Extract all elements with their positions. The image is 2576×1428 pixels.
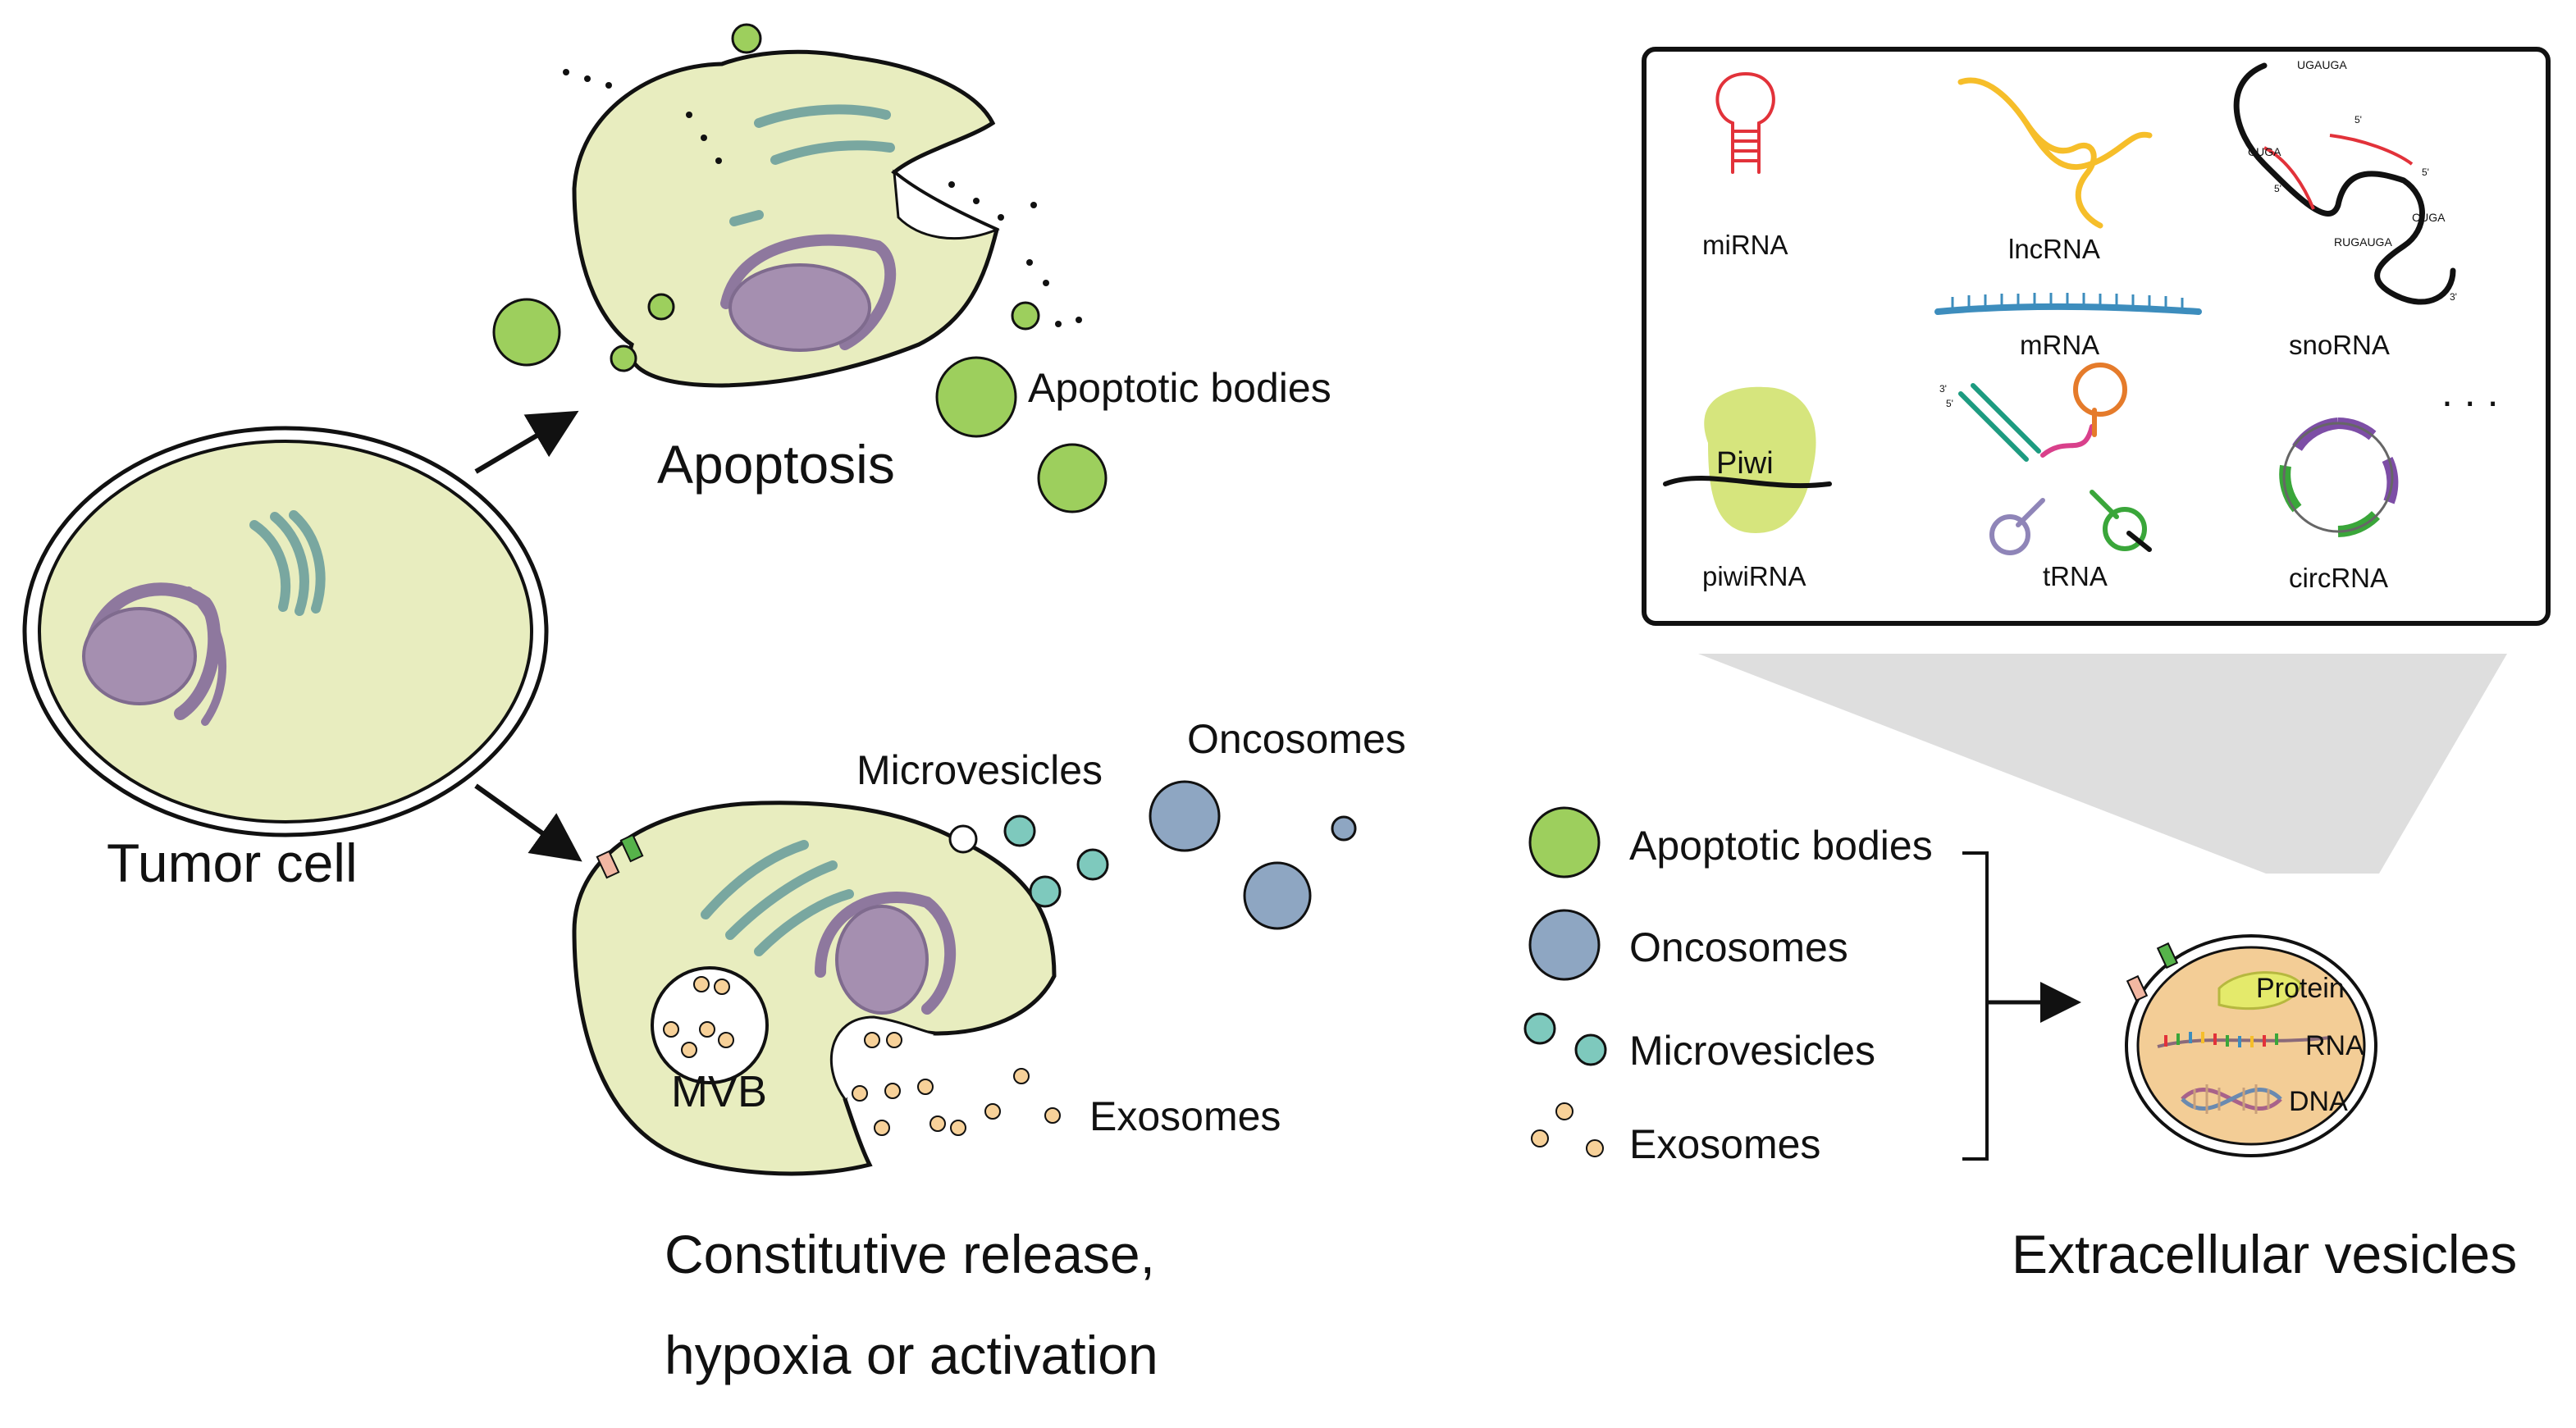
snorna-end-5-a: 5' [2354,114,2362,125]
exosomes-label: Exosomes [1089,1093,1281,1139]
snorna-end-3: 3' [2450,291,2457,303]
legend-apoptotic-bodies: Apoptotic bodies [1629,823,1933,869]
ev-rna-label: RNA [2305,1030,2364,1061]
apoptotic-bodies-label: Apoptotic bodies [1028,365,1331,411]
membrane-receptors [596,833,644,879]
arrow-to-release [474,783,582,862]
apoptotic-bodies-particles [492,293,1108,513]
mirna-label: miRNA [1702,230,1788,260]
legend: Apoptotic bodies Oncosomes Microvesicles… [1523,806,2081,1167]
secreting-golgi [701,840,854,956]
lncrna-icon [1957,77,2153,229]
extracellular-vesicles-label: Extracellular vesicles [2012,1224,2517,1284]
arrow-to-apoptosis [474,410,579,474]
secreting-nucleus [815,891,957,1015]
ev-cross-section: Protein RNA DNA [2125,934,2377,1157]
snorna-seq-4: RUGAUGA [2334,235,2392,249]
ev-dna-label: DNA [2289,1086,2348,1117]
ev-dna-helix [2181,1084,2282,1114]
snorna-icon: UGAUGA CUGA CUGA RUGAUGA 5' 5' 5' 3' [2233,58,2457,305]
legend-swatch-exosomes-c [1586,1139,1604,1157]
legend-oncosomes: Oncosomes [1629,924,1848,970]
mirna-icon [1715,71,1775,174]
trna-end-5: 5' [1946,398,1953,409]
oncosomes-released [1149,780,1357,930]
ev-protein-label: Protein [2256,973,2345,1004]
legend-swatch-microvesicles-b [1574,1033,1607,1066]
legend-microvesicles: Microvesicles [1629,1028,1875,1074]
legend-swatch-oncosomes [1528,909,1601,981]
snorna-label: snoRNA [2289,330,2390,360]
apoptotic-golgi [729,104,895,226]
trna-icon [1958,363,2152,555]
circrna-icon [2278,417,2399,537]
rna-box: miRNA lncRNA mRNA [1642,47,2551,626]
legend-swatch-exosomes-a [1555,1102,1573,1120]
trna-label: tRNA [2043,561,2108,591]
mrna-icon [1934,293,2202,315]
ev-receptor-a [2126,974,2149,1002]
legend-exosomes: Exosomes [1629,1121,1820,1167]
ev-protein-shape [2217,971,2303,1011]
microvesicles-label: Microvesicles [856,747,1103,793]
lncrna-label: lncRNA [2008,234,2100,264]
piwirna-icon: Piwi [1663,386,1832,533]
mvb-label: MVB [671,1067,767,1116]
mrna-label: mRNA [2020,330,2099,360]
tumor-golgi [249,510,326,616]
apoptosis-label: Apoptosis [657,434,895,495]
legend-swatch-apoptotic [1528,806,1601,878]
legend-swatch-exosomes-b [1531,1129,1549,1147]
ev-receptor-b [2156,942,2179,969]
mvb [651,966,769,1084]
snorna-end-5-c: 5' [2274,183,2281,194]
microvesicles-released [1003,814,1109,908]
rna-ellipsis: . . . [2441,369,2498,415]
ev-rna-strand [2157,1036,2331,1048]
exosomes-released [852,1032,1061,1136]
piwirna-label: piwiRNA [1702,561,1806,591]
legend-swatch-microvesicles-a [1523,1012,1556,1045]
tumor-nucleus [82,582,226,726]
legend-bracket [1962,851,1989,1161]
apoptotic-cell [572,23,1000,388]
tumor-cell-label: Tumor cell [107,833,358,893]
circrna-label: circRNA [2289,563,2388,593]
tumor-cell [22,426,549,837]
zoom-projection [1698,654,2507,874]
piwi-label: Piwi [1716,446,1774,481]
constitutive-label-line1: Constitutive release, [665,1224,1155,1284]
constitutive-label-line2: hypoxia or activation [665,1325,1158,1385]
oncosomes-label: Oncosomes [1187,716,1406,762]
apoptotic-bodies-dots [563,69,1082,327]
snorna-seq-3: CUGA [2412,211,2446,224]
snorna-seq-1: UGAUGA [2297,58,2347,71]
ev-rna-bases [2164,1032,2278,1047]
trna-end-3: 3' [1939,383,1947,395]
snorna-seq-2: CUGA [2248,145,2281,158]
secreting-cell [572,801,1057,1176]
apoptotic-nucleus [720,234,897,352]
snorna-end-5-b: 5' [2422,167,2429,178]
